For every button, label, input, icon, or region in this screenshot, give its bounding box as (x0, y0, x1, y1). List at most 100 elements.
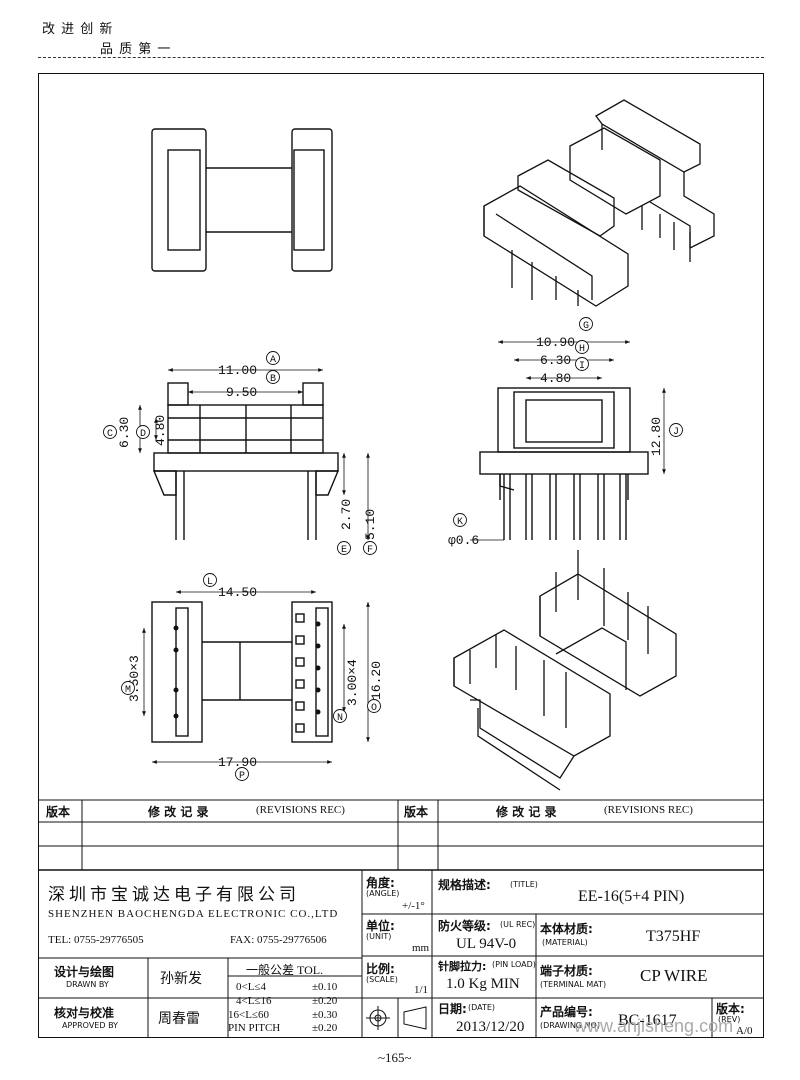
dim-N: 3.00×4 (345, 659, 360, 706)
unit-value: mm (412, 942, 430, 954)
drawn-by-label: 设计与绘图 (54, 965, 115, 979)
dim-D: 4.80 (153, 415, 168, 446)
dim-P: 17.90 (218, 755, 257, 770)
marker-C: C (107, 429, 113, 440)
marker-F: F (367, 545, 373, 556)
dim-G: 10.90 (536, 335, 575, 350)
angle-label: 角度: (366, 876, 395, 890)
marker-I: I (579, 361, 585, 372)
marker-B: B (270, 374, 276, 385)
front-view (152, 382, 340, 540)
projection-symbol (366, 1006, 427, 1030)
dim-H: 6.30 (540, 353, 571, 368)
marker-G: G (583, 321, 589, 332)
company-name-cn: 深圳市宝诚达电子有限公司 (48, 885, 300, 904)
motto-line-1: 改 进 创 新 (42, 22, 114, 37)
dim-F: 5.10 (363, 509, 378, 540)
angle-value: +/-1° (402, 900, 425, 912)
dim-J: 12.80 (649, 417, 664, 456)
marker-K: K (457, 517, 463, 528)
marker-O: O (371, 703, 377, 714)
tol-range-1: 0<L≤4 (236, 981, 266, 993)
tol-range-3: 16<L≤60 (228, 1009, 269, 1021)
date-label: 日期: (438, 1002, 467, 1016)
drawn-by-label-en: DRAWN BY (66, 980, 109, 989)
tol-value-4: ±0.20 (312, 1022, 338, 1034)
tol-value-3: ±0.30 (312, 1009, 338, 1021)
marker-J: J (673, 427, 679, 438)
watermark-text: www.anjisheng.com (574, 1016, 734, 1036)
title-label-en: (TITLE) (510, 880, 538, 889)
tol-value-1: ±0.10 (312, 981, 338, 993)
title-label: 规格描述: (438, 878, 491, 892)
iso-view-top (483, 99, 715, 307)
date-label-en: (DATE) (468, 1003, 496, 1012)
pinload-label-en: (PIN LOAD) (492, 960, 536, 969)
terminal-label: 端子材质: (540, 964, 593, 978)
drawing-no-label: 产品编号: (540, 1005, 593, 1019)
rev-label-en: (REV) (718, 1015, 741, 1024)
pinload-label: 针脚拉力: (438, 960, 487, 973)
iso-view-bottom (453, 550, 677, 791)
dim-E: 2.70 (339, 499, 354, 530)
material-label: 本体材质: (540, 922, 593, 936)
marker-E: E (341, 545, 347, 556)
material-label-en: (MATERIAL) (542, 938, 588, 947)
company-name-en: SHENZHEN BAOCHENGDA ELECTRONIC CO.,LTD (48, 908, 339, 920)
header-divider (38, 57, 764, 58)
dim-O: 16.20 (369, 661, 384, 700)
dim-A: 11.00 (218, 363, 257, 378)
scale-label: 比例: (366, 962, 395, 976)
marker-L: L (207, 577, 213, 588)
dim-L: 14.50 (218, 585, 257, 600)
dim-K: φ0.6 (448, 533, 479, 548)
top-view (151, 128, 333, 272)
motto-line-2: 品 质 第 一 (100, 42, 172, 57)
rev-label: 版本: (716, 1002, 745, 1016)
dim-B: 9.50 (226, 385, 257, 400)
bottom-view (151, 601, 333, 743)
technical-drawing: 11.00 9.50 6.30 4.80 2.70 5.10 10.90 6.3… (103, 99, 715, 791)
approved-by-label: 核对与校准 (54, 1006, 115, 1020)
ul-label-en: (UL REC) (500, 920, 536, 929)
marker-N: N (337, 713, 343, 724)
marker-H: H (579, 344, 585, 355)
terminal-label-en: (TERMINAL MAT) (540, 980, 607, 989)
rev-col-record-left: 修 改 记 录 (148, 805, 209, 819)
tol-value-2: ±0.20 (312, 995, 338, 1007)
marker-P: P (239, 771, 245, 782)
marker-A: A (270, 355, 276, 366)
scale-label-en: (SCALE) (366, 975, 398, 984)
marker-D: D (140, 429, 146, 440)
tol-range-4: PIN PITCH (228, 1022, 281, 1034)
tol-range-2: 4<L≤16 (236, 995, 272, 1007)
rev-value: A/0 (736, 1025, 753, 1037)
ul-label: 防火等级: (438, 919, 491, 933)
dim-C: 6.30 (117, 417, 132, 448)
ul-value: UL 94V-0 (456, 936, 517, 952)
drawn-by-name: 孙新发 (160, 971, 202, 987)
terminal-value: CP WIRE (640, 966, 708, 985)
rev-col-version-right: 版本 (404, 805, 429, 819)
approved-by-label-en: APPROVED BY (62, 1021, 119, 1030)
approved-by-name: 周春雷 (158, 1011, 200, 1027)
rev-col-record-right: 修 改 记 录 (496, 805, 557, 819)
date-value: 2013/12/20 (456, 1019, 525, 1035)
page-number: ~165~ (378, 1050, 412, 1065)
dim-I: 4.80 (540, 371, 571, 386)
company-fax: FAX: 0755-29776506 (230, 934, 327, 946)
rev-col-record-en-left: (REVISIONS REC) (256, 804, 345, 816)
scale-value: 1/1 (414, 984, 429, 996)
tolerance-title: 一般公差 TOL. (246, 963, 324, 977)
drawing-no-value: BC-1617 (618, 1012, 677, 1029)
marker-M: M (125, 685, 131, 696)
unit-label-en: (UNIT) (366, 932, 392, 941)
drawing-frame (38, 73, 764, 1038)
angle-label-en: (ANGLE) (366, 889, 400, 898)
title-value: EE-16(5+4 PIN) (578, 888, 685, 905)
pinload-value: 1.0 Kg MIN (446, 976, 520, 992)
unit-label: 单位: (366, 919, 395, 933)
material-value: T375HF (646, 928, 701, 945)
company-tel: TEL: 0755-29776505 (48, 934, 144, 946)
